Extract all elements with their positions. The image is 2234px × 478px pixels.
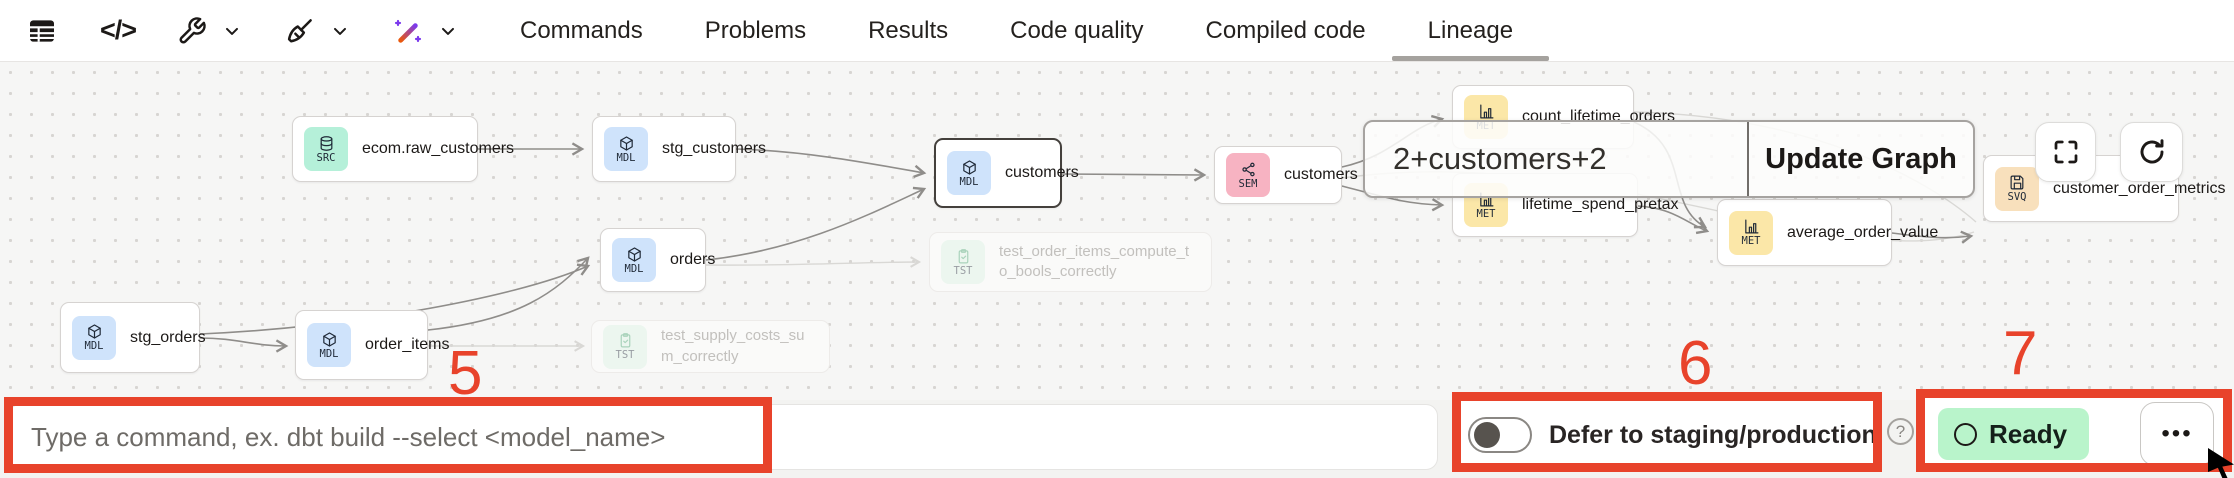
node-label: stg_customers [662,140,767,157]
lineage-node-customers-semantic[interactable]: SEM customers [1214,146,1358,204]
node-label: customer_order_metrics [2053,179,2226,197]
cube-icon: MDL [72,315,116,360]
badge-label: SEM [1238,177,1258,190]
saved-query-icon: SVQ [1995,166,2039,211]
badge-label: MDL [319,347,339,360]
tab-commands[interactable]: Commands [520,16,643,44]
table-icon[interactable] [22,11,62,51]
test-icon: TST [603,324,647,369]
node-label: lifetime_spend_pretax [1522,196,1679,213]
badge-label: TST [953,264,973,277]
tab-problems[interactable]: Problems [704,16,807,44]
lineage-node-test-order-items[interactable]: TST test_order_items_compute_to_bools_cor… [929,232,1212,292]
more-options-button[interactable]: ••• [2140,402,2214,466]
ellipsis-icon: ••• [2161,420,2193,447]
node-label: order_items [365,336,450,353]
fullscreen-icon [2054,140,2077,164]
lineage-node-average-order-value[interactable]: MET average_order_value [1717,199,1938,266]
node-label: customers [1005,164,1079,181]
tab-bar: </> [0,0,2234,62]
defer-toggle[interactable] [1468,417,1532,453]
node-label: average_order_value [1787,223,1939,241]
code-icon[interactable]: </> [98,11,138,51]
fullscreen-button[interactable] [2035,122,2096,182]
lineage-node-stg-orders[interactable]: MDL stg_orders [60,302,206,373]
tab-code-quality[interactable]: Code quality [1010,16,1144,44]
badge-label: MET [1476,207,1496,220]
refresh-button[interactable] [2120,122,2183,182]
cube-icon: MDL [604,127,648,171]
broom-icon[interactable] [280,11,320,51]
badge-label: MDL [959,175,979,188]
badge-label: SVQ [2007,191,2027,204]
bottom-bar: Defer to staging/production ? Ready ••• [0,389,2234,478]
lineage-node-order-items[interactable]: MDL order_items [295,310,449,380]
cube-icon: MDL [307,323,351,367]
badge-label: MET [1741,235,1761,248]
lineage-node-test-supply-costs[interactable]: TST test_supply_costs_sum_correctly [591,320,830,373]
chevron-down-icon[interactable] [218,17,246,45]
semantic-icon: SEM [1226,153,1270,197]
update-graph-button[interactable]: Update Graph [1749,122,1973,196]
chevron-down-icon[interactable] [434,17,462,45]
graph-selector: 2+customers+2 Update Graph [1363,120,1975,198]
chevron-down-icon[interactable] [326,17,354,45]
badge-label: MDL [616,151,636,164]
lineage-node-ecom-raw-customers[interactable]: SRC ecom.raw_customers [292,116,514,182]
node-label: test_order_items_compute_to_bools_correc… [999,242,1190,280]
wand-icon[interactable] [388,11,428,51]
cube-icon: MDL [947,151,991,195]
node-label: customers [1284,166,1358,183]
lineage-node-orders[interactable]: MDL orders [600,228,715,292]
badge-label: MDL [624,262,644,275]
defer-toggle-label: Defer to staging/production [1549,420,1877,449]
ready-status-label: Ready [1989,418,2068,449]
graph-selector-input[interactable]: 2+customers+2 [1393,141,1607,176]
command-input[interactable] [8,404,1438,470]
metric-icon: MET [1729,210,1773,255]
lineage-node-stg-customers[interactable]: MDL stg_customers [592,116,766,182]
tab-lineage[interactable]: Lineage [1391,0,1550,61]
help-icon[interactable]: ? [1887,418,1914,445]
refresh-icon [2140,139,2163,164]
lineage-node-customers-model[interactable]: MDL customers [934,138,1079,208]
defer-control: Defer to staging/production [1468,400,1877,470]
node-label: ecom.raw_customers [362,140,515,157]
ready-status-button[interactable]: Ready [1938,408,2090,460]
badge-label: TST [615,349,635,362]
status-circle-icon [1954,422,1977,446]
database-icon: SRC [304,127,348,171]
editor-toolbar: </> [22,11,462,51]
node-label: stg_orders [130,328,206,346]
wrench-icon[interactable] [172,11,212,51]
panel-tabs: Commands Problems Results Code quality C… [520,0,1550,61]
tab-compiled-code[interactable]: Compiled code [1205,16,1366,44]
tab-results[interactable]: Results [868,16,949,44]
node-label: test_supply_costs_sum_correctly [661,327,805,365]
badge-label: MDL [84,340,104,353]
node-label: orders [670,251,716,268]
test-icon: TST [941,240,985,284]
cube-icon: MDL [612,238,656,282]
badge-label: SRC [316,151,336,164]
toggle-knob [1474,422,1500,448]
